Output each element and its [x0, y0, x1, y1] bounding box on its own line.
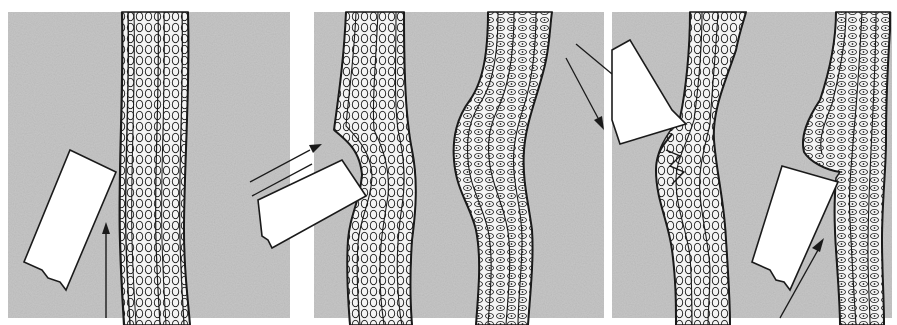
tissue-strip-1 — [120, 12, 190, 325]
panel-2 — [250, 12, 552, 325]
